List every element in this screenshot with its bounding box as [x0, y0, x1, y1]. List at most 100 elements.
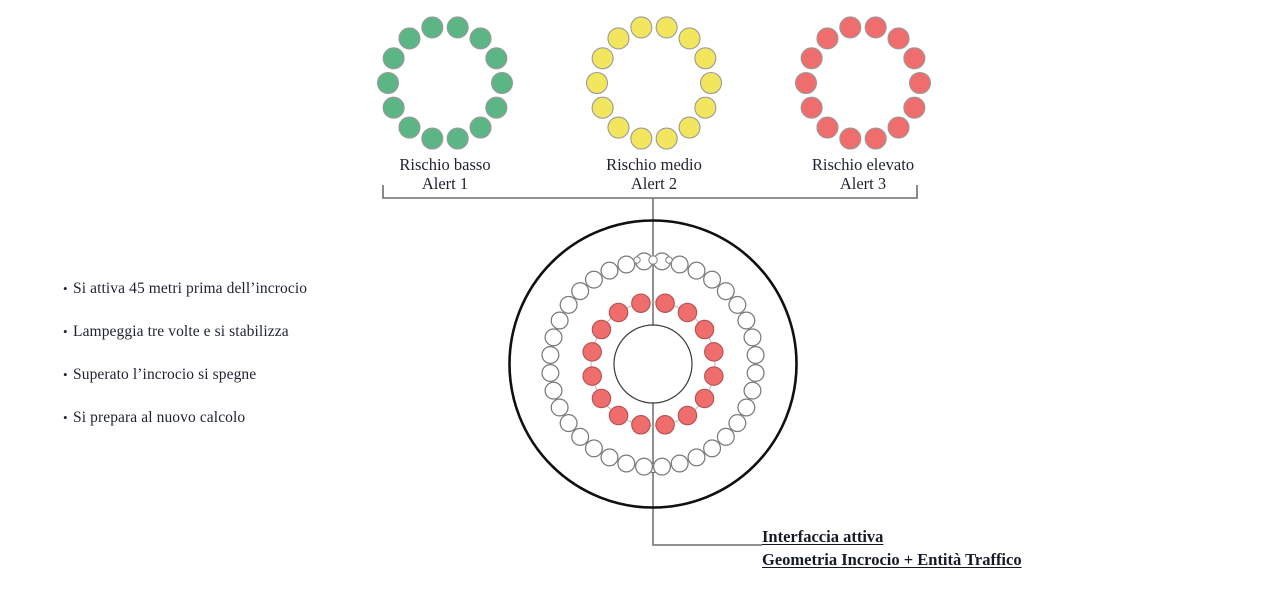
- outer-ring-node: [652, 457, 672, 476]
- inner-ring-node: [677, 405, 698, 426]
- legend-dot: [655, 16, 678, 39]
- outer-ring-node: [737, 311, 756, 330]
- outer-ring-node: [746, 345, 765, 365]
- legend-dot: [864, 127, 887, 150]
- outer-ring-node: [743, 328, 762, 347]
- legend-dot: [887, 116, 910, 139]
- legend-dot: [864, 16, 887, 39]
- list-item: • Si prepara al nuovo calcolo: [63, 409, 423, 427]
- legend-alert-label-2: Alert 2: [630, 174, 678, 194]
- legend-risk-label-3: Rischio elevato: [811, 155, 915, 174]
- legend-dot: [678, 116, 701, 139]
- inner-ring-node: [582, 342, 602, 362]
- interface-caption-line2: Geometria Incrocio + Entità Traffico: [762, 549, 1022, 569]
- outer-ring-node: [541, 345, 560, 365]
- legend-risk-label-1: Rischio basso: [399, 155, 491, 174]
- legend-dot: [469, 27, 492, 50]
- inner-ring-node: [704, 342, 724, 362]
- inner-ring-node: [631, 415, 651, 435]
- outer-ring-node: [737, 398, 756, 417]
- inner-ring-node: [677, 302, 698, 323]
- outer-ring-node: [617, 255, 636, 274]
- legend-dot: [421, 16, 444, 39]
- outer-ring-node: [670, 454, 689, 473]
- outer-boundary-circle: [508, 219, 798, 509]
- legend-dot: [800, 96, 823, 119]
- intersection-diagram: [508, 219, 798, 509]
- legend-dot: [630, 127, 653, 150]
- legend-alert-label-3: Alert 3: [839, 174, 887, 194]
- list-item: • Si attiva 45 metri prima dell’incrocio: [63, 280, 423, 298]
- inner-ring-node: [608, 405, 629, 426]
- behaviour-bullet-list: • Si attiva 45 metri prima dell’incrocio…: [63, 280, 423, 452]
- legend-dot: [421, 127, 444, 150]
- interface-caption: Interfaccia attiva Geometria Incrocio + …: [762, 526, 1022, 572]
- outer-ring-node: [716, 282, 735, 301]
- legend-dot: [398, 116, 421, 139]
- legend-dot: [382, 47, 405, 70]
- legend-ring-alert-2: [585, 16, 723, 150]
- inner-ring-node: [655, 293, 675, 313]
- legend-dot: [376, 71, 400, 95]
- legend-risk-label-2: Rischio medio: [606, 155, 702, 174]
- outer-dot-ring: [541, 252, 765, 476]
- legend-dot: [816, 116, 839, 139]
- legend-dot: [839, 16, 862, 39]
- legend-caption-alert-3: Rischio elevato Alert 3: [763, 155, 963, 193]
- core-circle: [613, 324, 693, 404]
- outer-ring-node: [600, 261, 619, 280]
- legend-dot: [490, 71, 514, 95]
- bullet-marker-icon: •: [63, 367, 68, 382]
- inner-ring-node: [591, 388, 612, 409]
- bracket-path: [382, 185, 918, 199]
- list-item: • Superato l’incrocio si spegne: [63, 366, 423, 384]
- outer-ring-node: [600, 448, 619, 467]
- legend-dot: [816, 27, 839, 50]
- outer-ring-node: [541, 363, 560, 383]
- outer-ring-node: [550, 311, 569, 330]
- legend-dot: [908, 71, 932, 95]
- legend-dot: [398, 27, 421, 50]
- inner-dot-ring: [582, 293, 724, 435]
- outer-ring-node: [544, 328, 563, 347]
- bullet-marker-icon: •: [63, 324, 68, 339]
- inner-ring-node: [591, 319, 612, 340]
- outer-ring-node: [728, 295, 747, 314]
- legend-bracket: [382, 185, 918, 199]
- list-item-label: Si prepara al nuovo calcolo: [73, 409, 246, 426]
- legend-ring-alert-3: [794, 16, 932, 150]
- legend-dot: [591, 47, 614, 70]
- outer-ring-node: [743, 381, 762, 400]
- inner-ring-node: [631, 293, 651, 313]
- legend-dot: [694, 96, 717, 119]
- legend-dot: [446, 16, 469, 39]
- list-item-label: Superato l’incrocio si spegne: [73, 366, 257, 383]
- outer-ring-node: [544, 381, 563, 400]
- inner-ring-node: [582, 366, 602, 386]
- legend-dot: [839, 127, 862, 150]
- micro-dot: [665, 256, 673, 264]
- outer-ring-node: [584, 439, 603, 458]
- inner-ring-node: [608, 302, 629, 323]
- outer-ring-node: [571, 282, 590, 301]
- outer-ring-node: [559, 295, 578, 314]
- legend-caption-alert-1: Rischio basso Alert 1: [345, 155, 545, 193]
- legend-alert-label-1: Alert 1: [421, 174, 469, 194]
- legend-dot: [382, 96, 405, 119]
- micro-dot: [648, 255, 658, 265]
- micro-dot-cluster: [633, 255, 673, 265]
- inner-guide-ring: [590, 301, 716, 427]
- outer-ring-node: [703, 439, 722, 458]
- outer-ring-node: [571, 427, 590, 446]
- legend-dot: [446, 127, 469, 150]
- legend-dot: [794, 71, 818, 95]
- outer-ring-node: [687, 448, 706, 467]
- legend-dot: [694, 47, 717, 70]
- legend-dot: [607, 27, 630, 50]
- outer-ring-node: [634, 457, 654, 476]
- outer-ring-node: [746, 363, 765, 383]
- inner-ring-node: [655, 415, 675, 435]
- outer-ring-node: [670, 255, 689, 274]
